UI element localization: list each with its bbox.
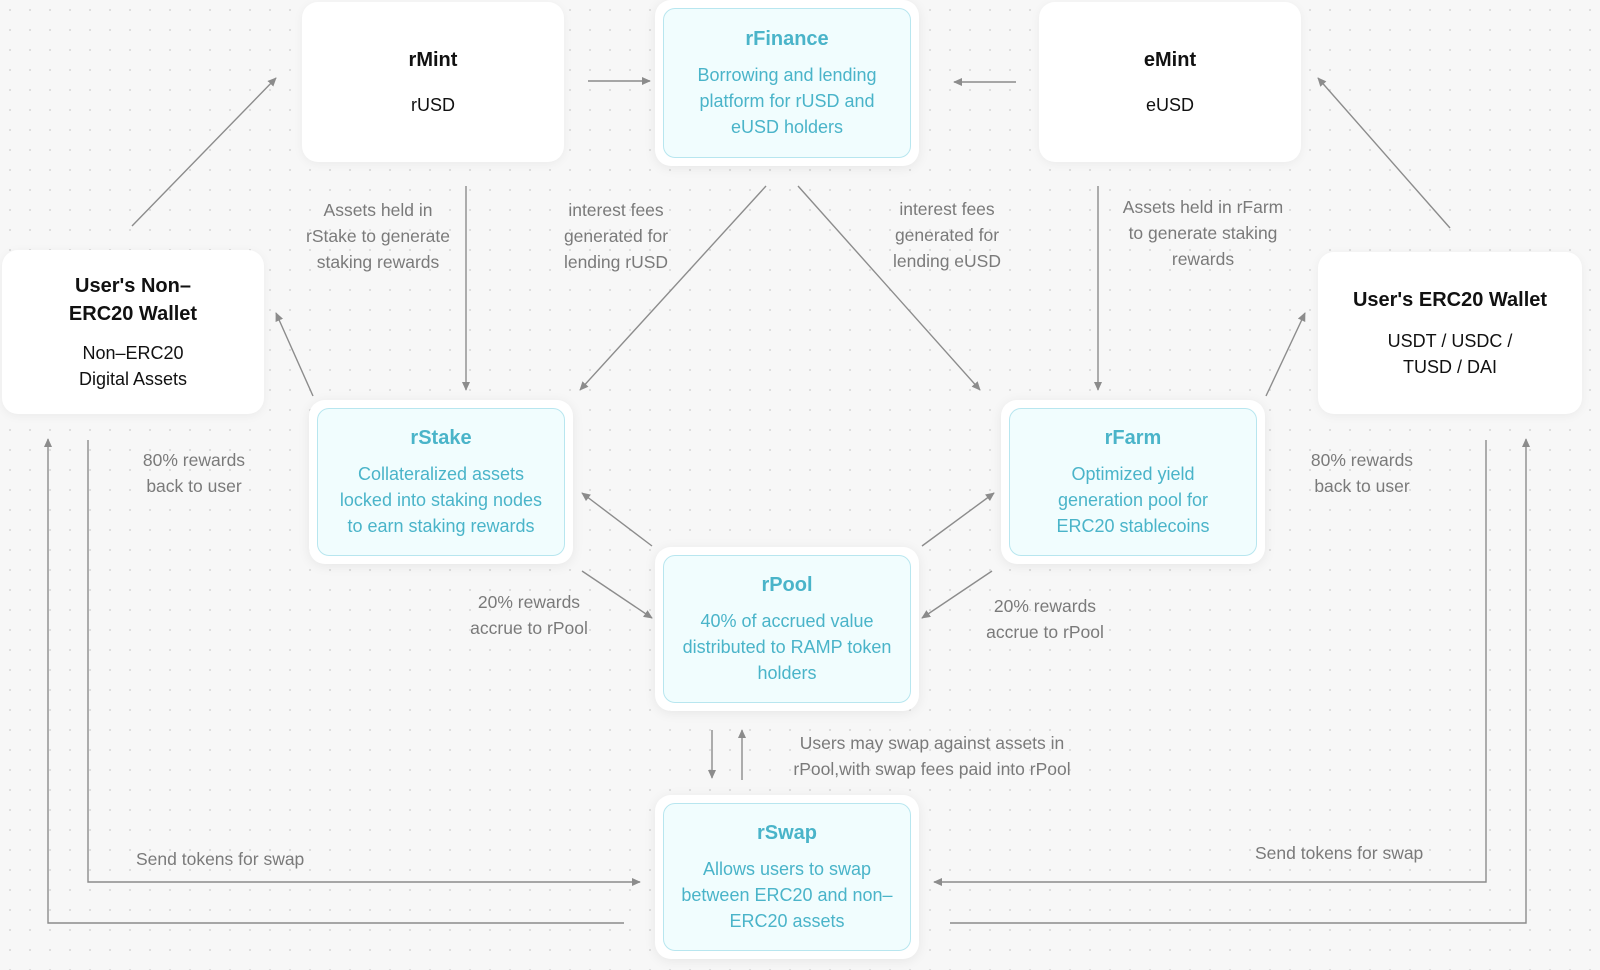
rswap-title: rSwap — [756, 822, 818, 844]
rfinance-node: rFinance Borrowing and lending platform … — [655, 0, 919, 166]
rstake-node: rStake Collateralized assets locked into… — [309, 400, 573, 564]
rswap-node: rSwap Allows users to swap between ERC20… — [655, 795, 919, 959]
label-send-left: Send tokens for swap — [136, 849, 305, 869]
label-line: Assets held in rFarm — [1122, 197, 1284, 217]
label-line: accrue to rPool — [986, 622, 1104, 642]
erc20-wallet-title: User's ERC20 Wallet — [1352, 289, 1548, 311]
rfarm-node: rFarm Optimized yield generation pool fo… — [1001, 400, 1265, 564]
label-rewards-right: 80% rewards back to user — [1292, 447, 1432, 499]
rstake-title: rStake — [410, 427, 472, 449]
label-line: staking rewards — [316, 252, 440, 272]
label-send-right: Send tokens for swap — [1255, 843, 1424, 863]
rswap-desc-line: Allows users to swap — [702, 859, 872, 879]
label-line: interest fees — [568, 200, 664, 220]
arrow-rswap-back-to-erc20 — [950, 438, 1531, 924]
emint-node: eMint eUSD — [1039, 2, 1301, 162]
label-swap-note: Users may swap against assets in rPool,w… — [762, 730, 1102, 782]
rmint-token: rUSD — [411, 95, 455, 115]
label-line: 20% rewards — [993, 596, 1097, 616]
rfarm-title: rFarm — [1104, 427, 1162, 449]
arrow-nonerc20-send-to-rswap — [87, 440, 641, 887]
erc20-assets-line: TUSD / DAI — [1402, 357, 1497, 377]
label-line: back to user — [1314, 476, 1410, 496]
label-line: 20% rewards — [477, 592, 581, 612]
rswap-desc-line: between ERC20 and non– — [681, 885, 893, 905]
erc20-wallet-node: User's ERC20 Wallet USDT / USDC / TUSD /… — [1318, 252, 1582, 414]
arrow-erc20-send-to-rswap — [933, 440, 1487, 887]
label-line: 80% rewards — [1310, 450, 1414, 470]
rpool-title: rPool — [761, 574, 813, 596]
emint-token: eUSD — [1145, 95, 1194, 115]
arrow-rfinance-to-rfarm — [797, 185, 981, 391]
rfinance-desc-line: eUSD holders — [730, 117, 844, 137]
label-line: 80% rewards — [142, 450, 246, 470]
arrow-rswap-back-to-nonerc20 — [43, 438, 624, 924]
rstake-desc-line: to earn staking rewards — [347, 516, 535, 536]
label-line: rPool,with swap fees paid into rPool — [793, 759, 1071, 779]
arrow-rstake-to-rpool — [581, 570, 653, 619]
label-accrue-left: 20% rewards accrue to rPool — [449, 589, 609, 641]
rfinance-desc-line: platform for rUSD and — [699, 91, 875, 111]
rpool-desc-line: distributed to RAMP token — [682, 637, 892, 657]
non-erc20-wallet-title-line: ERC20 Wallet — [68, 303, 198, 325]
emint-title: eMint — [1143, 49, 1197, 71]
arrow-erc20-to-emint — [1317, 77, 1451, 229]
non-erc20-wallet-title-line: User's Non– — [75, 275, 191, 297]
label-line: generated for — [894, 225, 1000, 245]
non-erc20-wallet-node: User's Non– ERC20 Wallet Non–ERC20 Digit… — [2, 250, 264, 414]
label-rstake-assets: Assets held in rStake to generate stakin… — [288, 197, 468, 275]
rstake-desc-line: Collateralized assets — [357, 464, 525, 484]
rpool-node: rPool 40% of accrued value distributed t… — [655, 547, 919, 711]
arrow-nonerc20-to-rmint — [131, 77, 277, 227]
arrow-rstake-to-nonerc20 — [275, 312, 314, 397]
label-line: interest fees — [899, 199, 995, 219]
rfinance-title: rFinance — [745, 28, 829, 50]
rmint-node: rMint rUSD — [302, 2, 564, 162]
arrow-rpool-to-rstake — [581, 492, 653, 547]
label-rewards-left: 80% rewards back to user — [124, 447, 264, 499]
label-line: lending eUSD — [893, 251, 1001, 271]
label-line: rewards — [1171, 249, 1235, 269]
label-interest-eusd: interest fees generated for lending eUSD — [867, 196, 1027, 274]
rfarm-desc-line: ERC20 stablecoins — [1056, 516, 1210, 536]
label-line: generated for — [563, 226, 669, 246]
rmint-title: rMint — [408, 49, 458, 71]
non-erc20-assets-line: Digital Assets — [78, 369, 188, 389]
label-line: rStake to generate — [306, 226, 450, 246]
label-line: Assets held in — [323, 200, 433, 220]
rfarm-desc-line: generation pool for — [1057, 490, 1209, 510]
label-line: accrue to rPool — [470, 618, 588, 638]
label-line: back to user — [146, 476, 242, 496]
rfinance-desc-line: Borrowing and lending — [697, 65, 877, 85]
rstake-desc-line: locked into staking nodes — [339, 490, 543, 510]
rswap-desc-line: ERC20 assets — [729, 911, 845, 931]
rfarm-desc-line: Optimized yield — [1071, 464, 1195, 484]
arrow-rfarm-to-erc20 — [1265, 312, 1306, 397]
label-line: Users may swap against assets in — [799, 733, 1065, 753]
rpool-desc-line: holders — [757, 663, 817, 683]
arrow-rfarm-to-rpool — [921, 570, 993, 619]
erc20-assets-line: USDT / USDC / — [1387, 331, 1513, 351]
label-line: lending rUSD — [563, 252, 669, 272]
label-accrue-right: 20% rewards accrue to rPool — [965, 593, 1125, 645]
rpool-desc-line: 40% of accrued value — [700, 611, 874, 631]
label-rfarm-assets: Assets held in rFarm to generate staking… — [1103, 194, 1303, 272]
label-interest-rusd: interest fees generated for lending rUSD — [536, 197, 696, 275]
arrow-rpool-to-rfarm — [921, 492, 995, 547]
arrow-rfinance-to-rstake — [579, 185, 767, 391]
non-erc20-assets-line: Non–ERC20 — [82, 343, 184, 363]
label-line: to generate staking — [1128, 223, 1278, 243]
